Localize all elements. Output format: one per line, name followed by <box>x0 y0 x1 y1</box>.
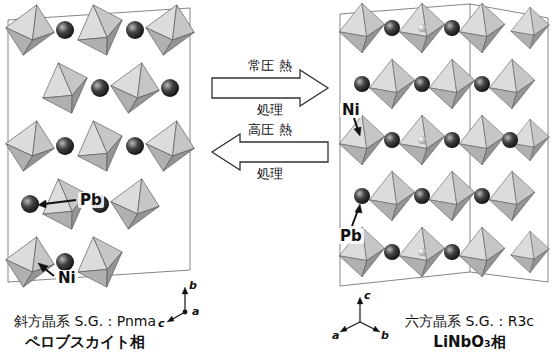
phase-name: ペロブスカイト相 <box>25 331 145 353</box>
axis-label: b <box>381 330 389 342</box>
process-arrow <box>212 134 328 170</box>
atom-label: Ni <box>56 270 78 286</box>
phase-name: LiNbO₃相 <box>433 331 505 353</box>
atom-label: Ni <box>340 102 362 118</box>
atom-label: Pb <box>78 192 104 208</box>
axis-label: a <box>192 306 199 318</box>
structure-panel: 斜方晶系 S.G. : Pnmaペロブスカイト相 <box>0 0 210 361</box>
axis-label: a <box>332 330 339 342</box>
treatment-label: 高圧 熱処理 <box>247 108 293 196</box>
axis-label: c <box>364 290 371 302</box>
process-arrow <box>212 70 328 106</box>
axis-label: b <box>189 280 197 292</box>
crystal-system: 六方晶系 S.G. : R3c <box>405 311 534 331</box>
atom-label: Pb <box>338 228 364 244</box>
treatment-label: 常圧 熱処理 <box>247 44 293 132</box>
structure-panel: 六方晶系 S.G. : R3cLiNbO₃相 <box>330 0 553 361</box>
crystal-system: 斜方晶系 S.G. : Pnma <box>14 311 156 331</box>
axis-label: c <box>158 318 165 330</box>
